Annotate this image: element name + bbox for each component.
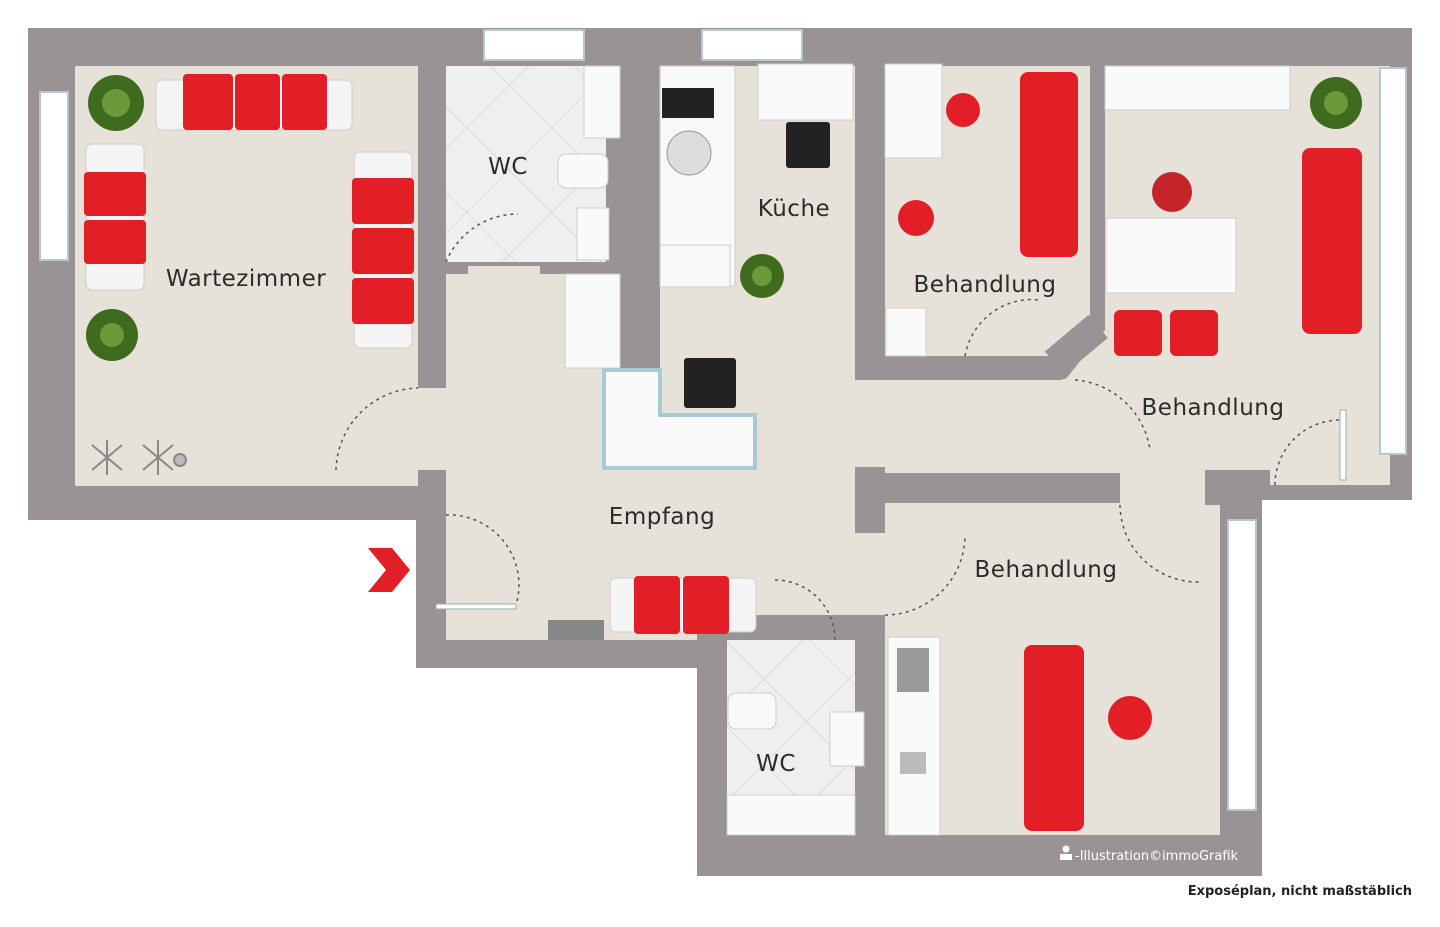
- decor-icon: [91, 440, 187, 475]
- label-behandlung-2: Behandlung: [1142, 395, 1285, 421]
- label-behandlung-3: Behandlung: [975, 557, 1118, 583]
- illustration-credit: -Illustration©immoGrafik: [1075, 849, 1239, 864]
- sofa-right: [352, 151, 414, 349]
- plan-caption: Exposéplan, nicht maßstäblich: [1188, 884, 1412, 899]
- sofa-top: [155, 74, 353, 131]
- label-wc-bottom: WC: [756, 751, 796, 777]
- label-empfang: Empfang: [609, 504, 715, 530]
- reception-desk: [602, 358, 757, 470]
- window-behandlung-2: [1379, 67, 1407, 455]
- sofa-empfang: [609, 576, 757, 634]
- behandlung-3-furniture: [887, 636, 1152, 836]
- windows: [39, 29, 1407, 811]
- label-behandlung-1: Behandlung: [914, 272, 1057, 298]
- window-kueche: [701, 29, 803, 61]
- sparkasse-logo-icon: [1060, 845, 1072, 860]
- doors: [335, 213, 1341, 641]
- wc-bottom-fixtures: [726, 692, 865, 836]
- label-kueche: Küche: [758, 196, 830, 222]
- behandlung-2-furniture: [1104, 65, 1362, 356]
- window-wc-top: [483, 29, 585, 61]
- behandlung-1-furniture: [884, 63, 1078, 357]
- label-wartezimmer: Wartezimmer: [166, 266, 326, 292]
- kitchen-counter: [659, 63, 854, 288]
- radiator: [548, 620, 604, 640]
- floor-empfang: [418, 66, 1355, 640]
- wc-top-fixtures: [557, 65, 621, 261]
- entrance-arrow-icon: [368, 548, 410, 592]
- label-wc-top: WC: [488, 154, 528, 180]
- window-behandlung-3: [1227, 519, 1257, 811]
- window-wartezimmer: [39, 91, 69, 261]
- sofa-left: [84, 143, 146, 291]
